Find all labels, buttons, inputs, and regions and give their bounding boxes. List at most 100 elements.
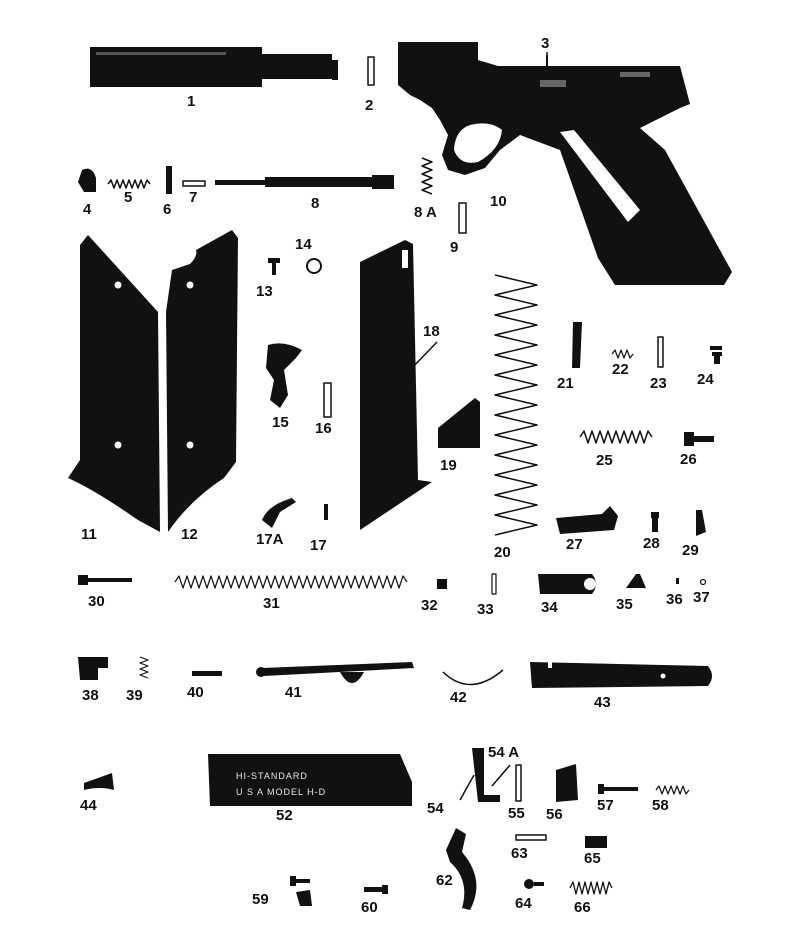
part-label-1: 1 — [187, 93, 196, 110]
part-label-16: 16 — [315, 420, 332, 437]
part-label-27: 27 — [566, 536, 583, 553]
part-36-part — [676, 578, 679, 584]
part-label-26: 26 — [680, 451, 697, 468]
leader-line-54 — [459, 774, 475, 801]
part-label-11: 11 — [81, 526, 97, 543]
part-label-55: 55 — [508, 805, 525, 822]
part-label-62: 62 — [436, 872, 453, 889]
part-label-38: 38 — [82, 687, 99, 704]
part-31-spring — [174, 575, 408, 589]
part-63-pin — [515, 834, 547, 841]
part-8-firing-pin — [215, 175, 394, 189]
part-label-24: 24 — [697, 371, 714, 388]
part-label-63: 63 — [511, 845, 528, 862]
part-65-part — [585, 836, 607, 848]
part-29-part — [696, 510, 706, 536]
leader-line-54a — [491, 764, 511, 787]
part-27-part — [556, 506, 618, 534]
part-19-part — [438, 398, 480, 448]
part-label-4: 4 — [83, 201, 92, 218]
part-label-2: 2 — [365, 97, 374, 114]
part-label-44: 44 — [80, 797, 97, 814]
part-42-part — [442, 669, 504, 686]
part-16-pin — [323, 382, 332, 418]
part-label-10: 10 — [490, 193, 507, 210]
slide-stamp-line-1: HI-STANDARD — [236, 771, 308, 781]
part-label-54a: 54 A — [488, 744, 520, 761]
part-label-59: 59 — [252, 891, 269, 908]
part-17-pin — [324, 504, 328, 520]
part-label-20: 20 — [494, 544, 511, 561]
part-label-33: 33 — [477, 601, 494, 618]
part-label-5: 5 — [124, 189, 133, 206]
part-62-trigger — [446, 828, 477, 910]
part-2-pin — [367, 56, 375, 86]
part-24-part — [710, 346, 722, 364]
part-label-28: 28 — [643, 535, 660, 552]
part-22-spring — [611, 349, 634, 359]
part-64-part — [524, 879, 544, 889]
part-18-magazine — [360, 240, 432, 530]
part-57-screw — [598, 784, 638, 794]
part-15-hammer — [266, 343, 302, 408]
part-label-41: 41 — [285, 684, 302, 701]
part-20-spring — [494, 274, 538, 536]
part-35-part — [626, 574, 646, 588]
part-41-part — [256, 662, 414, 683]
part-label-58: 58 — [652, 797, 669, 814]
part-60-part — [364, 885, 388, 894]
part-label-40: 40 — [187, 684, 204, 701]
part-25-spring — [579, 430, 653, 444]
part-label-52: 52 — [276, 807, 293, 824]
part-56-part — [556, 764, 578, 802]
part-label-17a: 17A — [256, 531, 284, 548]
slide-stamp-line-2: U S A MODEL H-D — [236, 787, 327, 797]
part-label-23: 23 — [650, 375, 667, 392]
part-52-slide — [208, 754, 412, 806]
part-label-19: 19 — [440, 457, 457, 474]
part-label-64: 64 — [515, 895, 532, 912]
part-30-screw — [78, 575, 132, 585]
part-label-22: 22 — [612, 361, 629, 378]
part-label-65: 65 — [584, 850, 601, 867]
part-label-15: 15 — [272, 414, 289, 431]
part-17a-part — [262, 498, 296, 528]
part-55-pin — [515, 764, 522, 802]
part-label-30: 30 — [88, 593, 105, 610]
part-label-18: 18 — [423, 323, 440, 340]
part-label-34: 34 — [541, 599, 558, 616]
part-label-6: 6 — [163, 201, 172, 218]
part-label-17: 17 — [310, 537, 327, 554]
part-14-nut — [306, 258, 322, 274]
part-label-56: 56 — [546, 806, 563, 823]
part-8a-spring — [421, 157, 433, 195]
part-label-37: 37 — [693, 589, 710, 606]
part-label-7: 7 — [189, 189, 198, 206]
part-10-frame — [398, 42, 732, 285]
part-6-pin — [166, 166, 172, 194]
part-32-part — [437, 579, 447, 589]
part-label-57: 57 — [597, 797, 614, 814]
part-label-42: 42 — [450, 689, 467, 706]
part-label-12: 12 — [181, 526, 198, 543]
leader-line-18 — [409, 341, 438, 371]
part-13-screw — [268, 258, 280, 275]
part-21-part — [572, 322, 582, 368]
part-label-66: 66 — [574, 899, 591, 916]
part-37-part — [699, 578, 707, 586]
part-label-39: 39 — [126, 687, 143, 704]
part-label-8a: 8 A — [414, 204, 437, 221]
part-58-spring — [655, 785, 690, 795]
part-label-60: 60 — [361, 899, 378, 916]
part-33-pin — [491, 573, 497, 595]
part-34-part — [538, 574, 596, 594]
part-label-31: 31 — [263, 595, 280, 612]
part-label-54: 54 — [427, 800, 444, 817]
part-43-part — [530, 662, 712, 688]
part-label-9: 9 — [450, 239, 459, 256]
part-40-pin — [192, 671, 222, 676]
part-label-43: 43 — [594, 694, 611, 711]
part-label-32: 32 — [421, 597, 438, 614]
part-label-36: 36 — [666, 591, 683, 608]
